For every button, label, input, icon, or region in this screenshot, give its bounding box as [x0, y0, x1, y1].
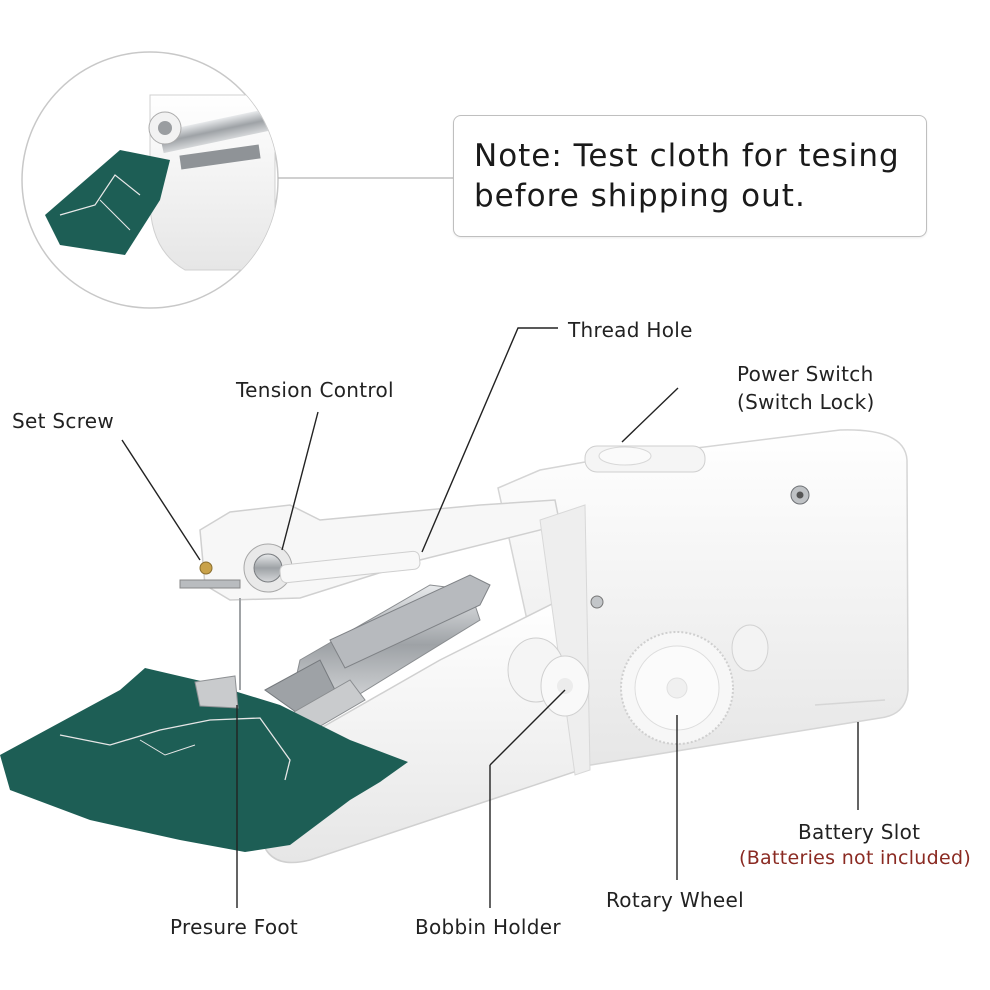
- note-text: Note: Test cloth for tesing before shipp…: [474, 136, 914, 216]
- label-battery-slot-sub: (Batteries not included): [739, 847, 972, 869]
- test-cloth: [0, 668, 408, 852]
- label-power-switch-sub: (Switch Lock): [737, 390, 875, 414]
- inset-detail-circle: [21, 51, 279, 309]
- leader-thread-hole: [421, 327, 558, 553]
- note-line-1: Note: Test cloth for tesing: [474, 138, 900, 174]
- leader-power-switch: [621, 387, 679, 443]
- label-thread-hole: Thread Hole: [568, 318, 693, 342]
- label-battery-slot: Battery Slot: [798, 820, 921, 844]
- note-line-2: before shipping out.: [474, 178, 806, 214]
- label-presure-foot: Presure Foot: [170, 915, 299, 939]
- label-rotary-wheel: Rotary Wheel: [606, 888, 744, 912]
- label-power-switch: Power Switch: [737, 362, 874, 386]
- label-bobbin-holder: Bobbin Holder: [415, 915, 561, 939]
- label-set-screw: Set Screw: [12, 409, 115, 433]
- note-box: [453, 115, 927, 237]
- leader-set-screw: [121, 439, 201, 561]
- leader-tension-control: [281, 411, 319, 551]
- machine-body: [179, 429, 909, 864]
- label-tension-control: Tension Control: [236, 378, 394, 402]
- leader-bobbin-holder: [489, 689, 566, 766]
- leader-lines: [121, 327, 859, 908]
